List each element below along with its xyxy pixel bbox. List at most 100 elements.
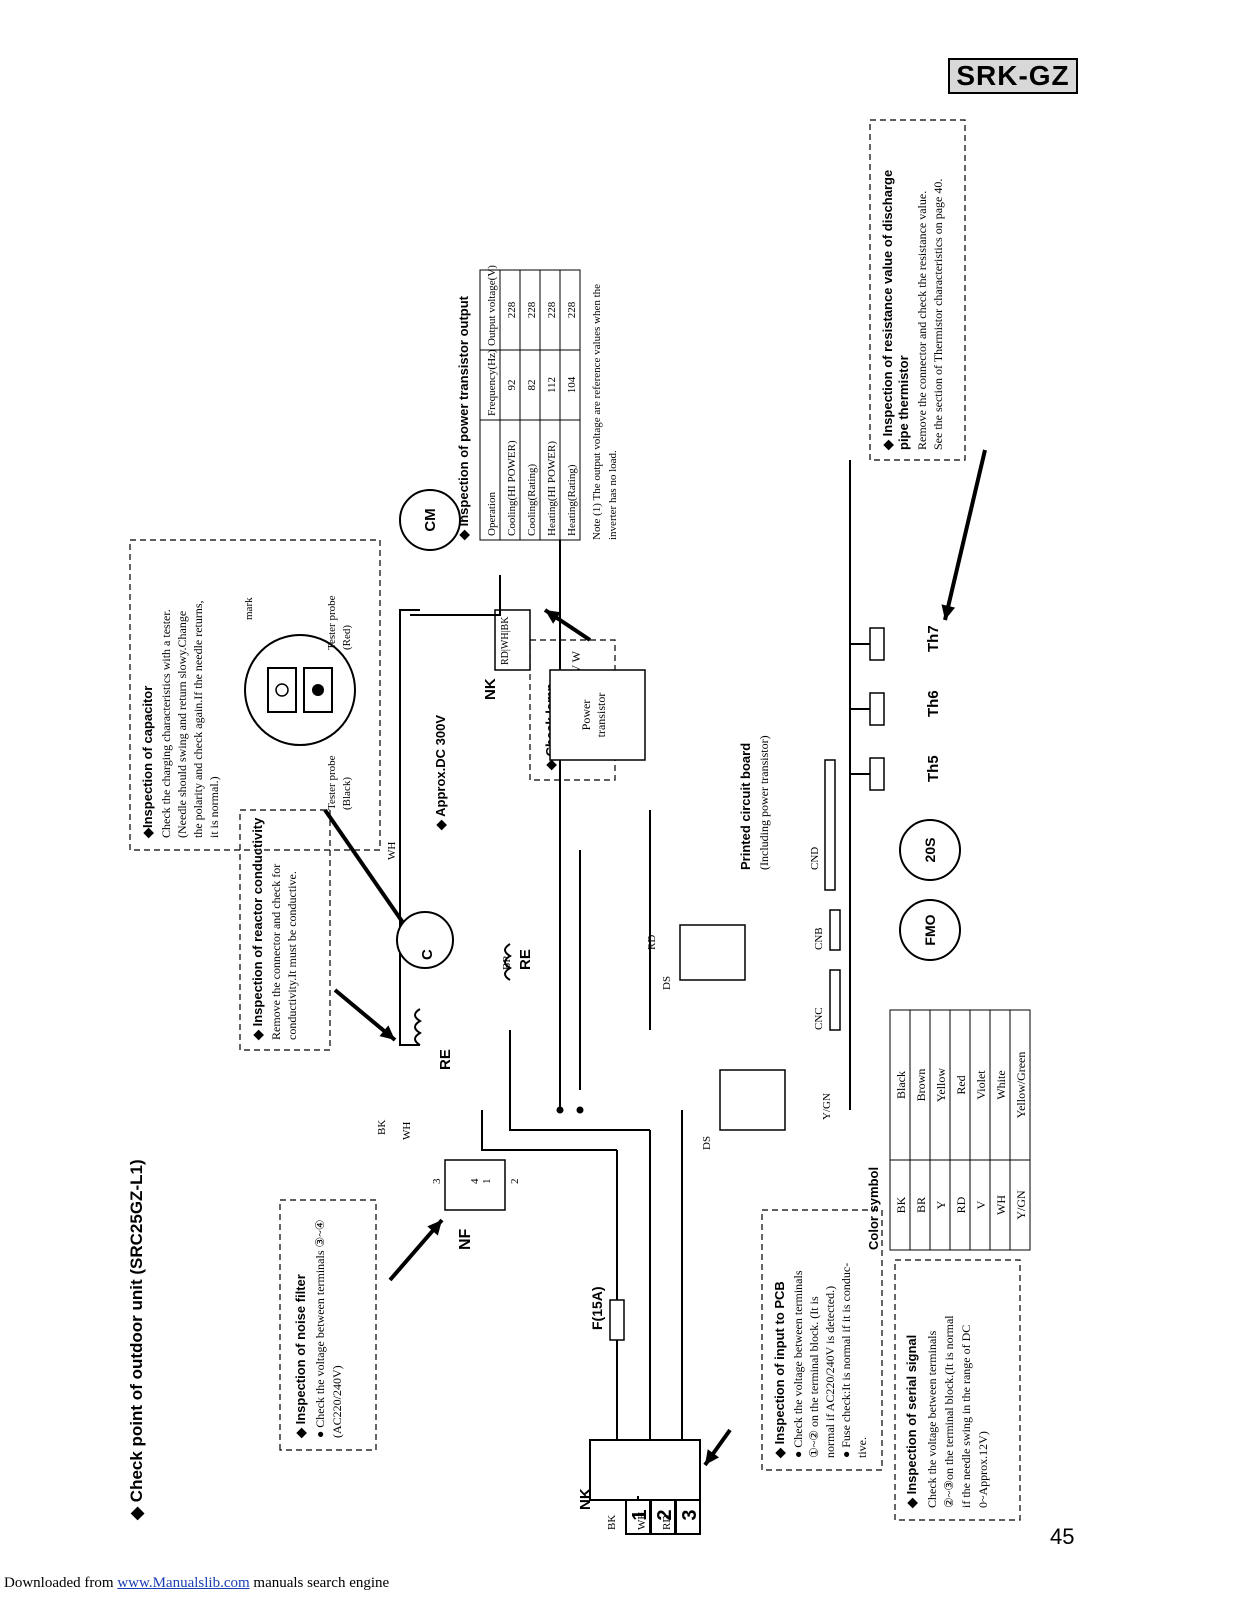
pcb-input-line: ①~② on the terminal block. (It is <box>807 1296 821 1458</box>
thermistor-Th5 <box>869 757 885 791</box>
nk-block-2 <box>494 609 531 671</box>
minus-mark: mark <box>243 597 255 620</box>
color-cell <box>1009 1009 1031 1161</box>
capacitor-box <box>129 539 381 851</box>
re-label-2: RE <box>517 949 534 970</box>
pto-value: 228 <box>566 301 578 318</box>
cm-label: CM <box>422 508 439 531</box>
thermistor-label-Th7: Th7 <box>925 625 942 652</box>
serial-line: if the needle swing in the range of DC <box>959 1325 973 1508</box>
br-label: BR <box>501 955 513 970</box>
discharge-title: ◆ Inspection of resistance value of disc… <box>880 170 895 451</box>
serial-line: ②~③on the terminal block.(It is normal <box>942 1315 956 1508</box>
pto-title: ◆ Inspection of power transistor output <box>456 295 471 541</box>
rd-label: RD <box>646 935 658 950</box>
page-title: ◆ Check point of outdoor unit (SRC25GZ-L… <box>127 1159 146 1521</box>
pcb-input-line: tive. <box>855 1437 869 1458</box>
capacitor-diagram <box>244 634 356 746</box>
color-name: Brown <box>914 1069 928 1102</box>
terminal-label-2: 2 <box>654 1509 676 1520</box>
cnd-connector <box>824 759 836 891</box>
nk-label-2: NK <box>482 678 499 700</box>
reactor-coil <box>414 1008 422 1046</box>
serial-line: Check the voltage between terminals <box>925 1330 939 1508</box>
bk-label: BK <box>376 1120 388 1135</box>
pto-value: Heating(Rating) <box>566 464 578 536</box>
nk-label: NK <box>577 1488 594 1510</box>
wiring-diagram: ◆ Check point of outdoor unit (SRC25GZ-L… <box>90 110 1190 1550</box>
ygn-label: Y/GN <box>821 1093 833 1120</box>
capacitor-line: the polarity and check again.If the need… <box>191 600 205 838</box>
serial-box <box>894 1259 1021 1521</box>
color-name: Black <box>894 1071 908 1099</box>
color-name: Red <box>954 1075 968 1094</box>
pcb-input-line: ● Fuse check:It is normal if it is condu… <box>839 1263 853 1458</box>
wire-nf-out2 <box>509 1030 650 1131</box>
pto-value: 112 <box>546 377 558 393</box>
pto-header: Output voltage(V) <box>486 265 498 346</box>
pto-value: 92 <box>506 380 518 391</box>
pcb-input-box <box>761 1209 883 1471</box>
nf-pin3: 3 <box>431 1178 443 1184</box>
pto-value: 104 <box>566 376 578 393</box>
footer-suffix: manuals search engine <box>249 1575 390 1591</box>
terminal-label-1: 1 <box>629 1509 651 1520</box>
pto-value: Cooling(HI POWER) <box>506 440 518 536</box>
pto-note: Note (1) The output voltage are referenc… <box>591 284 603 540</box>
capacitor-title: ◆Inspection of capacitor <box>140 686 155 839</box>
pto-value: 228 <box>546 301 558 318</box>
probe-black-dot <box>275 683 289 697</box>
pto-value: 228 <box>506 301 518 318</box>
capacitor-c <box>396 911 454 969</box>
nk-wires-label: RD|WH|BK <box>500 616 511 665</box>
capacitor-line: it is normal.) <box>207 776 221 838</box>
serial-title: ◆ Inspection of serial signal <box>904 1335 919 1509</box>
pto-value: 228 <box>526 301 538 318</box>
c-label: C <box>419 949 436 960</box>
ds-label-2: DS <box>661 976 673 990</box>
color-name: Yellow <box>934 1068 948 1102</box>
terminal-label-3: 3 <box>679 1509 701 1520</box>
pto-value: Heating(HI POWER) <box>546 441 558 536</box>
probe-red-dot <box>312 684 324 696</box>
model-badge: SRK-GZ <box>948 58 1078 94</box>
model-badge-text: SRK-GZ <box>956 60 1070 91</box>
color-code: RD <box>954 1196 968 1213</box>
color-code: V <box>974 1200 988 1209</box>
arrow-capacitor-shaft <box>323 808 417 942</box>
pto-header: Operation <box>486 492 498 536</box>
noise-filter-line: (AC220/240V) <box>330 1365 344 1438</box>
nk-block <box>589 1439 701 1501</box>
thermistor-Th7 <box>869 627 885 661</box>
probe-red-label: (Red) <box>341 625 353 650</box>
color-code: Y/GN <box>1014 1190 1028 1220</box>
footer-prefix: Downloaded from <box>4 1575 118 1591</box>
cnd-label: CND <box>809 847 821 870</box>
wh-label-2: WH <box>386 842 398 860</box>
s20-coil <box>899 819 961 881</box>
reactor-line: conductivity.It must be conductive. <box>285 871 299 1040</box>
pcb-input-line: normal if AC220/240V is detected.) <box>823 1286 837 1458</box>
pt-label-2: transistor <box>594 693 608 738</box>
footer-link[interactable]: www.Manualslib.com <box>117 1575 250 1591</box>
color-symbol-title: Color symbol <box>866 1167 881 1250</box>
wire-re <box>399 609 420 1046</box>
color-name: White <box>994 1070 1008 1099</box>
noise-filter-title: ◆ Inspection of noise filter <box>293 1274 308 1439</box>
arrow-transistor <box>545 610 561 624</box>
reactor-box <box>239 809 331 1051</box>
fuse <box>609 1299 625 1341</box>
thermistor-label-Th5: Th5 <box>925 755 942 782</box>
pcb-input-line: ● Check the voltage between terminals <box>791 1270 805 1458</box>
capacitor-line: Check the charging characteristics with … <box>159 609 173 838</box>
pcb-sub-label: (Including power transistor) <box>757 735 771 870</box>
pt-label-1: Power <box>579 700 593 731</box>
page-number: 45 <box>1050 1524 1075 1549</box>
pcb-label: Printed circuit board <box>738 743 753 870</box>
reactor-title: ◆ Inspection of reactor conductivity <box>250 817 265 1041</box>
wire-cm <box>410 575 501 616</box>
color-code: Y <box>934 1200 948 1209</box>
fuse-label: F(15A) <box>589 1286 605 1330</box>
serial-line: 0~Approx.12V) <box>976 1431 990 1508</box>
footer: Downloaded from www.Manualslib.com manua… <box>4 1575 389 1592</box>
